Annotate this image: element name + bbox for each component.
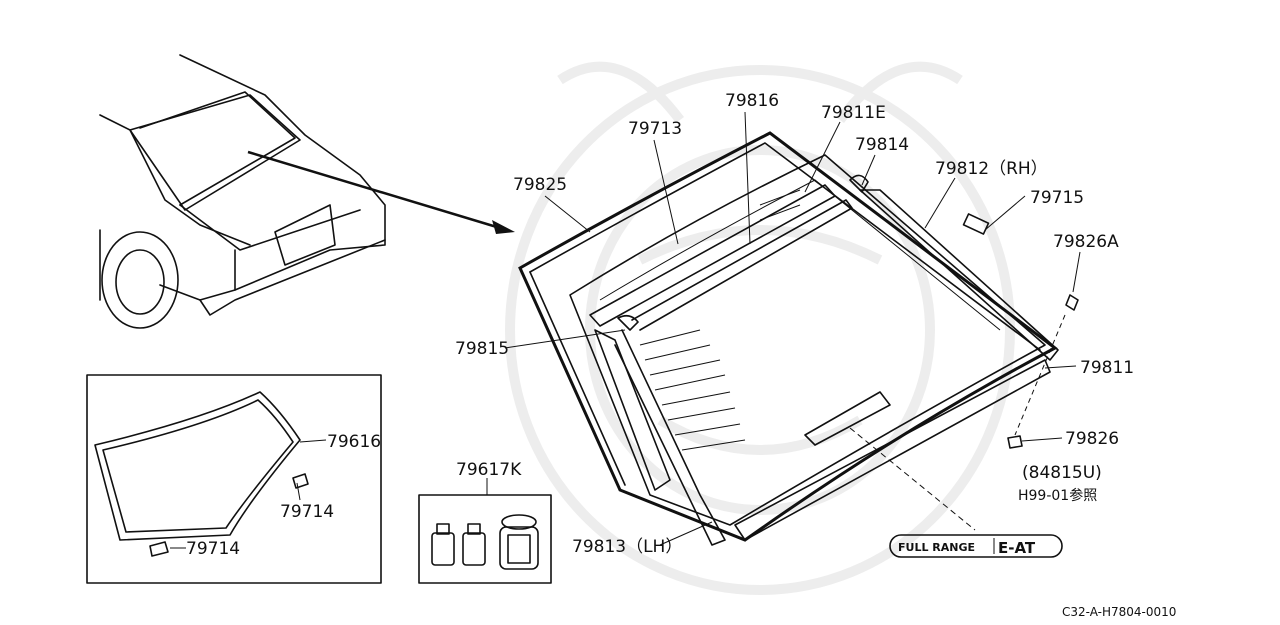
label-79715: 79715	[1030, 188, 1084, 208]
label-79616: 79616	[327, 432, 381, 452]
defogger-grid-lines	[639, 189, 801, 451]
label-79825: 79825	[513, 175, 567, 195]
badge-text-left: FULL RANGE	[898, 541, 975, 554]
label-79815: 79815	[455, 339, 509, 359]
label-79713: 79713	[628, 119, 682, 139]
direction-arrow	[247, 150, 515, 234]
leader-lines	[170, 111, 1081, 549]
badge-text-right: E-AT	[998, 539, 1036, 557]
label-79811E: 79811E	[821, 103, 886, 123]
label-79814: 79814	[855, 135, 909, 155]
label-79714-bottom: 79714	[186, 539, 240, 559]
label-79826: 79826	[1065, 429, 1119, 449]
inset-adhesive-kit-box	[418, 494, 552, 584]
label-79714-right: 79714	[280, 502, 334, 522]
full-range-badge	[889, 534, 1063, 558]
figure-code: C32-A-H7804-0010	[1062, 605, 1176, 619]
reference-note: H99-01参照	[1018, 487, 1097, 504]
watermark-emblem	[505, 61, 1015, 595]
reference-code: (84815U)	[1022, 463, 1102, 483]
label-79816: 79816	[725, 91, 779, 111]
inset-molding-box	[86, 374, 382, 584]
car-rear-illustration	[99, 54, 386, 329]
label-79812-rh: 79812（RH）	[935, 159, 1048, 179]
label-79811: 79811	[1080, 358, 1134, 378]
rear-window-assembly	[518, 131, 1079, 546]
label-79813-lh: 79813（LH）	[572, 537, 682, 557]
label-79617K: 79617K	[456, 460, 522, 480]
label-79826A: 79826A	[1053, 232, 1119, 252]
